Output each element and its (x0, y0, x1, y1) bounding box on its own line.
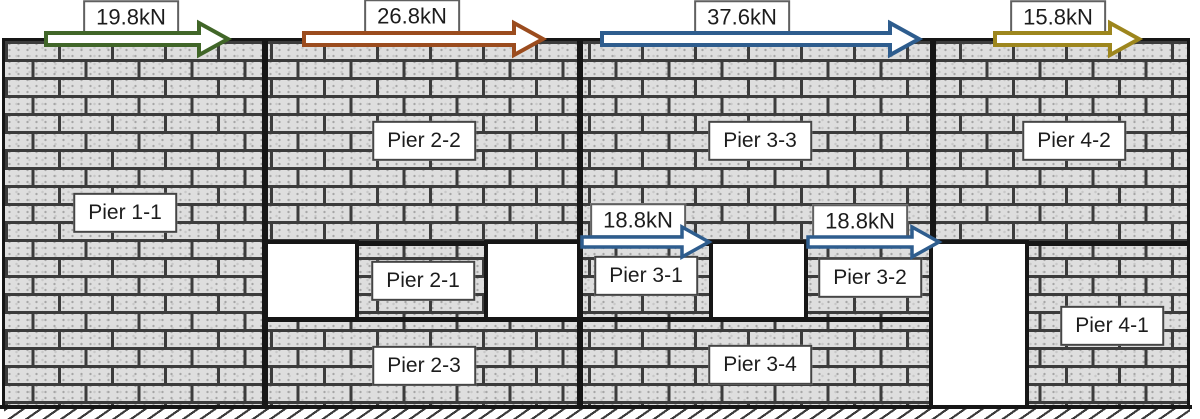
pier-label-4-1: Pier 4-1 (1060, 305, 1164, 347)
pier-label-2-3: Pier 2-3 (372, 345, 476, 387)
top-force-label-1: 19.8kN (83, 0, 179, 34)
top-force-label-3: 37.6kN (694, 0, 790, 34)
arrow-shape (44, 19, 233, 59)
door-opening (929, 240, 1029, 405)
pier-label-3-2: Pier 3-2 (818, 257, 922, 299)
window-opening-2 (484, 240, 581, 321)
pier-label-2-1: Pier 2-1 (371, 260, 475, 302)
mid-force-arrow-1-right-arrow-icon (580, 224, 713, 260)
window-opening-3 (709, 240, 808, 321)
top-force-arrow-3-right-arrow-icon (600, 19, 924, 59)
pier-label-4-2: Pier 4-2 (1022, 120, 1126, 162)
wall-section-divider-1 (262, 41, 268, 405)
top-force-arrow-2-right-arrow-icon (302, 19, 548, 59)
wall-section-divider-2 (577, 41, 583, 405)
ground-line (0, 405, 1192, 409)
pier-label-3-3: Pier 3-3 (708, 120, 812, 162)
pier-label-3-1: Pier 3-1 (594, 255, 698, 297)
sill-line (262, 317, 931, 322)
pier-label-1-1: Pier 1-1 (73, 192, 177, 234)
arrow-shape (993, 19, 1144, 59)
top-force-arrow-1-right-arrow-icon (44, 19, 233, 59)
wall-section-divider-3 (930, 41, 936, 405)
arrow-shape (600, 19, 924, 59)
arrow-shape (302, 19, 548, 59)
pier-label-2-2: Pier 2-2 (372, 120, 476, 162)
top-force-arrow-4-right-arrow-icon (993, 19, 1144, 59)
pier-label-3-4: Pier 3-4 (708, 344, 812, 386)
arrow-shape (806, 224, 943, 260)
arrow-shape (580, 224, 713, 260)
ground-hatch (4, 409, 1190, 419)
window-opening-1 (264, 240, 359, 321)
mid-force-arrow-2-right-arrow-icon (806, 224, 943, 260)
